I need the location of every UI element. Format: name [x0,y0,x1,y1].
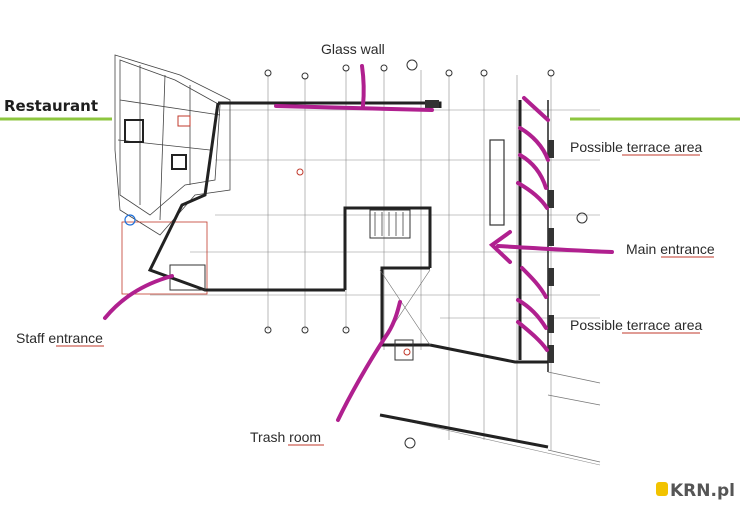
label-terrace-lower: Possible terrace area [570,317,703,333]
annotation-strokes [103,64,614,422]
watermark: KRN.pl [656,481,735,501]
label-glass-wall: Glass wall [321,41,385,57]
trash-room-arrow [336,300,402,422]
glass-wall-pointer [360,64,366,108]
plan-title: Restaurant [4,97,98,115]
structural-grid [150,59,601,466]
label-trash-room: Trash room [250,429,321,445]
main-entrance-arrow [488,230,512,264]
main-walls [147,100,601,463]
label-main-entrance: Main entrance [626,241,715,257]
watermark-house-icon [656,482,668,496]
label-terrace-upper: Possible terrace area [570,139,703,155]
label-staff-entrance: Staff entrance [16,330,103,346]
left-wing [114,54,231,295]
glass-wall-highlight [274,104,434,112]
staff-entrance-arrow [103,274,174,320]
watermark-text: KRN.pl [670,481,735,501]
